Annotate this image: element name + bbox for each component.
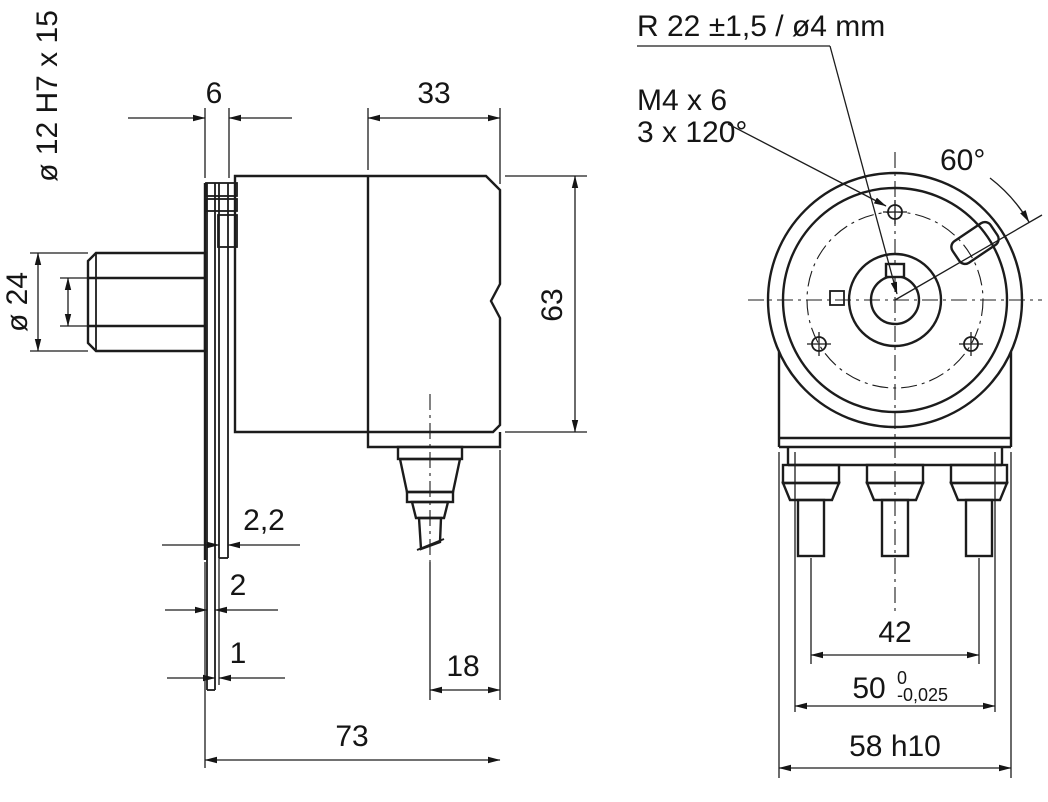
connector-gland-right	[949, 463, 1009, 558]
dim-spigot-tol-lower: -0,025	[897, 685, 948, 705]
bolt-circle-note-group: R 22 ±1,5 / ø4 mm	[637, 10, 898, 295]
dim-spigot-tol-upper: 0	[897, 668, 907, 688]
dim-angle-group: 60°	[894, 144, 1043, 301]
dim-plate-a: 2,2	[243, 504, 285, 537]
dim-plate-a-group: 2,2	[162, 504, 300, 549]
screw-note-group: M4 x 6 3 x 120°	[637, 84, 887, 207]
encoder-body	[233, 174, 502, 449]
connector-gland-middle	[865, 463, 925, 558]
spring-plates	[203, 182, 238, 691]
dim-cable-offset: 18	[446, 650, 479, 683]
dim-flange-width-group: 58 h10	[778, 452, 1012, 778]
dim-gland-spacing: 42	[878, 616, 911, 649]
dim-cap-width: 33	[417, 77, 450, 110]
clamp-slot	[950, 220, 1000, 266]
mounting-screw-hole-right	[959, 332, 983, 356]
front-view: R 22 ±1,5 / ø4 mm M4 x 6 3 x 120° 60° 42	[637, 10, 1043, 778]
dim-total-depth-group: 73	[204, 562, 501, 768]
note-screw-line2: 3 x 120°	[637, 116, 747, 149]
dim-bore-group: ø 12 H7 x 15	[31, 10, 88, 327]
side-view: 6 33 ø 12 H7 x 15 ø 24 63	[1, 10, 587, 768]
dim-bore-label: ø 12 H7 x 15	[31, 10, 64, 182]
clamp-square-hole	[829, 290, 845, 306]
dim-plate-gap: 1	[230, 637, 247, 670]
dim-collar-diameter: ø 24	[1, 272, 34, 332]
dim-mount-depth-group: 6	[128, 77, 292, 178]
note-bolt-circle: R 22 ±1,5 / ø4 mm	[637, 10, 885, 43]
dim-collar-group: ø 24	[1, 252, 88, 352]
dim-plate-b: 2	[230, 569, 247, 602]
dim-body-height: 63	[536, 288, 569, 321]
dim-mount-depth: 6	[206, 77, 223, 110]
dim-total-depth: 73	[335, 720, 368, 753]
dim-flange-width: 58 h10	[849, 730, 941, 763]
encoder-face-circles	[766, 171, 1024, 429]
dim-gland-spacing-group: 42	[810, 558, 980, 664]
mounting-screw-hole-top	[883, 200, 907, 224]
note-screw-line1: M4 x 6	[637, 84, 727, 117]
dim-cap-width-group: 33	[367, 77, 501, 184]
cable-gland	[396, 394, 464, 562]
keyway-slot	[884, 262, 906, 279]
dim-spigot: 50	[852, 672, 885, 705]
dim-body-height-group: 63	[505, 175, 587, 433]
shaft-collar	[86, 251, 207, 353]
dim-plate-b-group: 2	[165, 569, 278, 614]
dim-plate-gap-group: 1	[167, 558, 285, 685]
dim-angle: 60°	[940, 144, 985, 177]
dim-spigot-group: 50 0 -0,025	[794, 452, 996, 712]
dim-cable-offset-group: 18	[429, 450, 501, 700]
mounting-screw-hole-left	[807, 332, 831, 356]
connector-gland-left	[781, 463, 841, 558]
